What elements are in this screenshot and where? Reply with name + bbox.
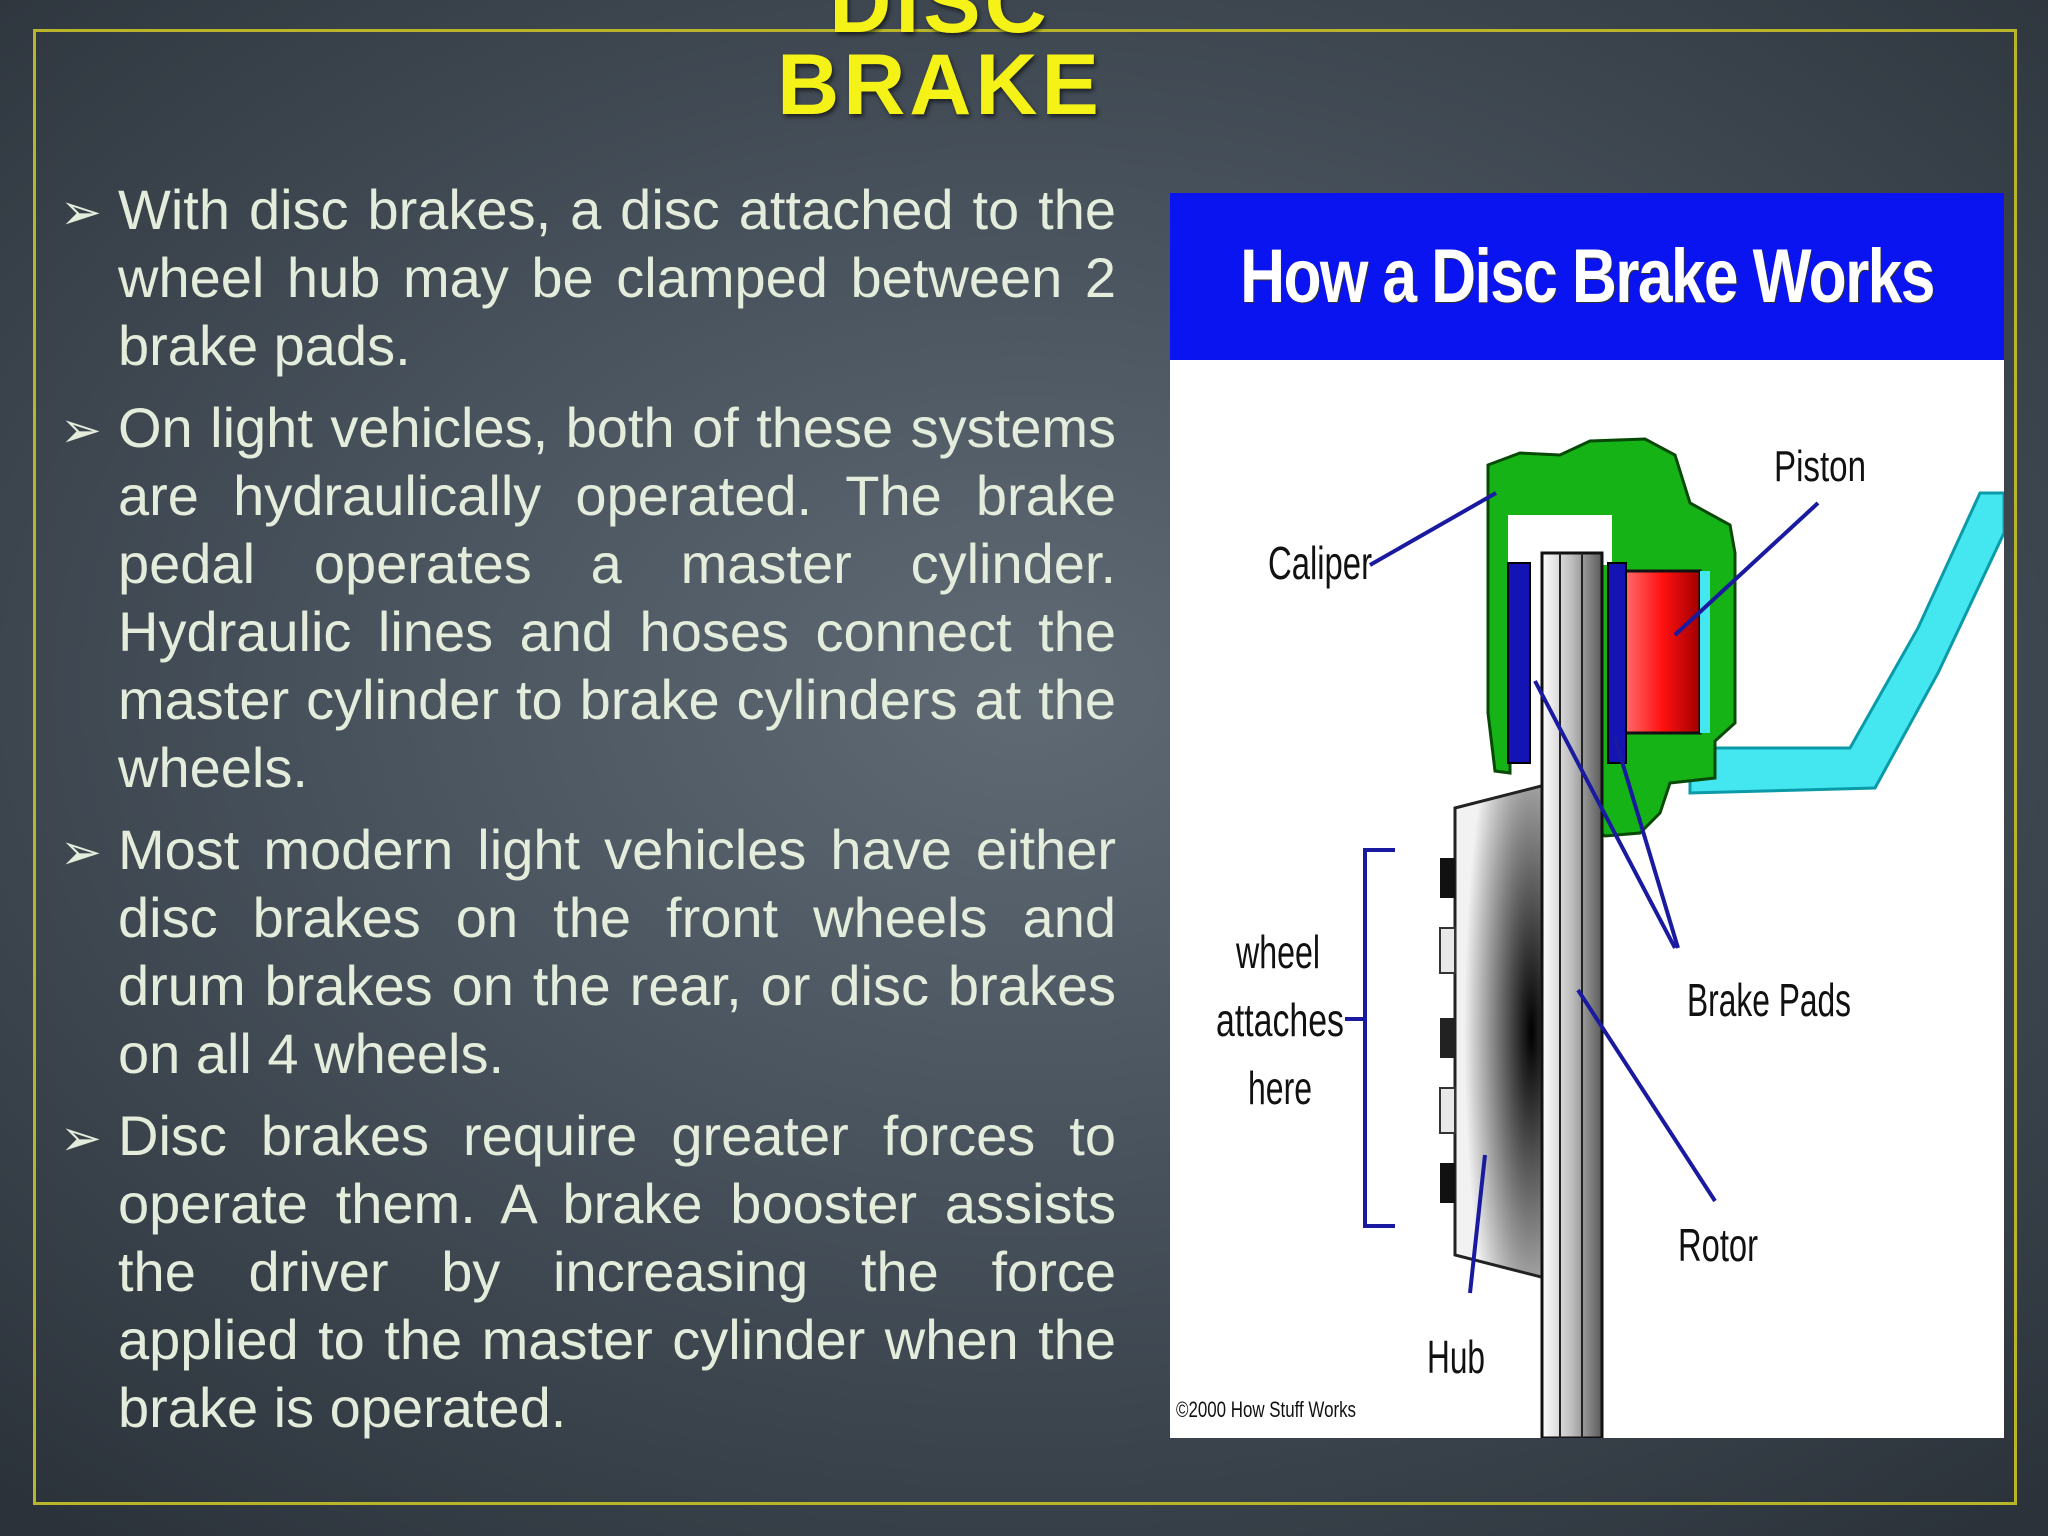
- slide-title: DISC BRAKE: [740, 0, 1140, 133]
- bullet-text: On light vehicles, both of these systems…: [118, 396, 1116, 799]
- copyright-text: ©2000 How Stuff Works: [1176, 1397, 1356, 1422]
- hydraulic-line: [1688, 491, 2004, 795]
- leader-lines: [1345, 491, 1820, 1294]
- hub-bolt: [1440, 1163, 1455, 1203]
- diagram-drawing: Piston Caliper wheel attaches here Brake…: [1176, 437, 2004, 1438]
- label-rotor: Rotor: [1678, 1219, 1758, 1271]
- rotor: [1540, 551, 1604, 1438]
- slide-frame: [33, 29, 2017, 1505]
- slide-title-line1: DISC: [829, 0, 1051, 51]
- piston: [1623, 569, 1702, 735]
- arrow-bullet-icon: ➢: [60, 184, 102, 240]
- label-caliper: Caliper: [1268, 537, 1372, 589]
- disc-brake-diagram: Piston Caliper wheel attaches here Brake…: [1170, 193, 2004, 1438]
- bullet-text: Most modern light vehicles have either d…: [118, 818, 1116, 1085]
- diagram-title: How a Disc Brake Works: [1240, 234, 1935, 319]
- bullet-item: ➢ On light vehicles, both of these syste…: [58, 394, 1116, 802]
- hub-bolt: [1440, 858, 1455, 898]
- arrow-bullet-icon: ➢: [60, 824, 102, 880]
- bullet-text: With disc brakes, a disc attached to the…: [118, 178, 1116, 377]
- arrow-bullet-icon: ➢: [60, 402, 102, 458]
- hub-bolt: [1440, 1018, 1455, 1058]
- brake-pad-outer: [1607, 562, 1627, 764]
- arrow-bullet-icon: ➢: [60, 1110, 102, 1166]
- label-brake-pads: Brake Pads: [1687, 974, 1851, 1026]
- hub: [1453, 783, 1547, 1280]
- label-wheel-line1: wheel: [1235, 926, 1320, 978]
- bullet-list: ➢ With disc brakes, a disc attached to t…: [58, 176, 1116, 1456]
- piston-chamber: [1700, 571, 1710, 733]
- hub-stud: [1439, 1087, 1456, 1134]
- bullet-item: ➢ Disc brakes require greater forces to …: [58, 1102, 1116, 1442]
- slide-title-line2: BRAKE: [777, 37, 1103, 133]
- hub-stud: [1439, 927, 1456, 974]
- bullet-item: ➢ Most modern light vehicles have either…: [58, 816, 1116, 1088]
- bullet-text: Disc brakes require greater forces to op…: [118, 1104, 1116, 1439]
- label-hub: Hub: [1427, 1331, 1485, 1383]
- label-piston: Piston: [1774, 442, 1866, 491]
- label-wheel-line2: attaches: [1216, 994, 1344, 1046]
- brake-pad-inner: [1507, 562, 1531, 764]
- bullet-item: ➢ With disc brakes, a disc attached to t…: [58, 176, 1116, 380]
- label-wheel-line3: here: [1248, 1062, 1312, 1114]
- diagram-title-bar: How a Disc Brake Works: [1170, 193, 2004, 360]
